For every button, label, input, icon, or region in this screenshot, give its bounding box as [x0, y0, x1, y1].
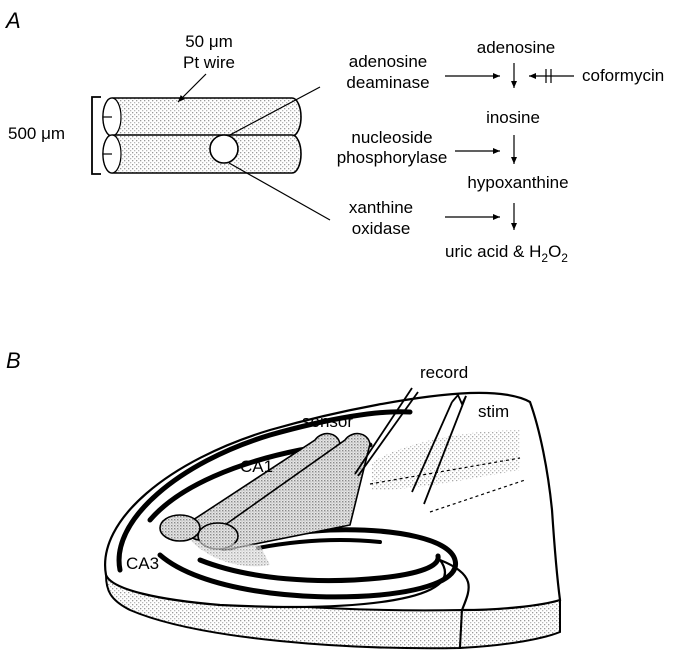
label-record: record [420, 363, 468, 382]
dentate-hilus [256, 538, 382, 550]
enzyme-nucleoside-phosphorylase-line1: nucleoside [351, 128, 432, 147]
dentate-gyrus-inner [197, 553, 441, 584]
panel-b-letter: B [6, 348, 21, 373]
enzyme-adenosine-deaminase-line1: adenosine [349, 52, 427, 71]
stim-region [372, 430, 520, 490]
pathway-uric-acid: uric acid & H2O2 [445, 242, 568, 265]
enzyme-xanthine-oxidase-line2: oxidase [352, 219, 411, 238]
enzyme-adenosine-deaminase-line2: deaminase [346, 73, 429, 92]
sensor-spot-circle [209, 134, 239, 164]
sensor-tip-1 [159, 514, 201, 542]
enzyme-nucleoside-phosphorylase-line2: phosphorylase [337, 148, 448, 167]
record-electrode [354, 387, 419, 477]
label-ca3: CA3 [126, 554, 159, 573]
panel-a-letter: A [4, 8, 21, 33]
callout-line-lower [228, 162, 331, 221]
wire-pointer-arrow [177, 73, 207, 103]
enzyme-xanthine-oxidase-line1: xanthine [349, 198, 413, 217]
sensor-probe [159, 432, 371, 567]
pathway-inosine: inosine [486, 108, 540, 127]
label-sensor: sensor [302, 412, 353, 431]
label-stim: stim [478, 402, 509, 421]
stim-electrode [411, 393, 467, 505]
inhibitor-coformycin: coformycin [582, 66, 664, 85]
pathway-adenosine: adenosine [477, 38, 555, 57]
pyramidal-layer-outer [116, 409, 413, 573]
label-ca1: CA1 [240, 457, 273, 476]
sensor-wire-bundle [102, 97, 302, 174]
pathway-hypoxanthine: hypoxanthine [467, 173, 568, 192]
scale-bracket [91, 96, 101, 175]
wire-size-label: 50 μm [185, 32, 233, 51]
scale-label: 500 μm [8, 124, 65, 143]
callout-line-upper [227, 86, 321, 137]
wire-material-label: Pt wire [183, 53, 235, 72]
